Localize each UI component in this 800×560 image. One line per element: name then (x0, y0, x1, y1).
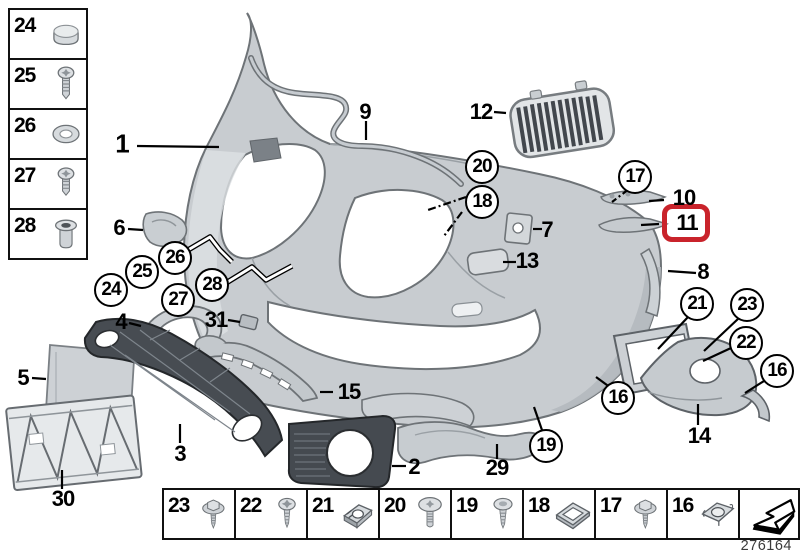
part-number-label: 27 (14, 164, 36, 187)
square-grommet-icon (553, 494, 593, 534)
part-number-label: 20 (384, 494, 406, 517)
callout-plain-11: 11 (676, 210, 698, 235)
callout-plain-15: 15 (337, 379, 362, 404)
callout-circled-16: 16 (601, 381, 635, 415)
hex-washer-screw-icon (197, 493, 233, 535)
sleeve-nut-icon (47, 215, 85, 253)
hex-washer-screw-icon (629, 493, 665, 535)
mount-bracket-15 (194, 335, 319, 402)
callout-circled-21: 21 (680, 287, 714, 321)
callout-plain-6: 6 (113, 215, 125, 240)
callout-plain-1: 1 (115, 128, 130, 159)
callout-plain-2: 2 (408, 454, 420, 479)
part-number-label: 17 (600, 494, 622, 517)
callout-circled-27: 27 (161, 283, 195, 317)
trim-strip-8 (639, 247, 661, 317)
legend-cell-23: 23 (162, 488, 236, 540)
callout-plain-7: 7 (541, 217, 553, 242)
direction-arrow-icon (744, 493, 796, 535)
phillips-screw-long-icon (47, 65, 85, 103)
part-number-label: 22 (240, 494, 262, 517)
bracket-7 (503, 212, 533, 245)
callout-plain-31: 31 (204, 307, 229, 332)
license-plate-carrier-30 (5, 394, 143, 491)
legend-cell-28: 28 (10, 210, 86, 258)
pan-head-screw-icon (485, 493, 521, 535)
callout-plain-29: 29 (485, 455, 510, 480)
legend-cell-20: 20 (380, 488, 452, 540)
part-number-label: 19 (456, 494, 478, 517)
fastener-position-leaders (186, 234, 294, 286)
part-number-label: 28 (14, 214, 36, 237)
kidney-grille (509, 80, 616, 159)
callout-plain-14: 14 (687, 423, 712, 448)
callout-circled-20: 20 (465, 150, 499, 184)
legend-cell-16: 16 (668, 488, 740, 540)
callout-plain-10: 10 (672, 185, 697, 210)
big-head-screw-icon (411, 493, 449, 535)
washer-icon (47, 115, 85, 153)
part-number-label: 23 (168, 494, 190, 517)
callout-circled-24: 24 (94, 273, 128, 307)
callout-plain-8: 8 (697, 259, 709, 284)
fastener-legend-bottom: 23 22 21 20 19 18 17 16 (162, 488, 800, 540)
legend-cell-19: 19 (452, 488, 524, 540)
callout-circled-28: 28 (195, 268, 229, 302)
callout-circled-23: 23 (730, 288, 764, 322)
callout-plain-13: 13 (515, 248, 540, 273)
part-number-label: 21 (312, 494, 334, 517)
legend-cell-27: 27 (10, 160, 86, 210)
phillips-pan-screw-icon (269, 493, 305, 535)
callout-plain-4: 4 (115, 309, 127, 334)
legend-cell-17: 17 (596, 488, 668, 540)
part-number-label: 18 (528, 494, 550, 517)
cage-nut-icon (697, 494, 737, 534)
guide-bracket-6 (142, 211, 188, 248)
cover-cap-13 (466, 248, 510, 276)
leader-lines (31, 110, 765, 489)
legend-cell-26: 26 (10, 110, 86, 160)
callout-circled-26: 26 (158, 241, 192, 275)
callout-plain-5: 5 (17, 365, 29, 390)
legend-cell-22: 22 (236, 488, 308, 540)
phillips-screw-short-icon (47, 165, 85, 203)
callout-plain-9: 9 (359, 99, 371, 124)
callout-circled-17: 17 (618, 160, 652, 194)
fog-grille-2 (287, 414, 397, 489)
callout-circled-18: 18 (465, 185, 499, 219)
drawing-number: 276164 (740, 538, 792, 554)
part-number-label: 16 (672, 494, 694, 517)
part-number-label: 25 (14, 64, 36, 87)
callout-circled-22: 22 (729, 326, 763, 360)
callout-circled-19: 19 (529, 429, 563, 463)
brake-air-duct-29 (397, 421, 544, 465)
callout-plain-3: 3 (174, 441, 186, 466)
fastener-legend-left: 24 25 26 27 28 (8, 8, 88, 260)
part-number-label: 24 (14, 14, 36, 37)
callout-circled-16: 16 (760, 354, 794, 388)
highlight-box (662, 204, 710, 242)
callout-plain-12: 12 (469, 99, 494, 124)
legend-cell-24: 24 (10, 10, 86, 60)
headlamp-washer-hose (248, 55, 464, 187)
callout-plain-30: 30 (51, 486, 76, 511)
center-grille-3 (83, 317, 284, 458)
callout-circled-25: 25 (125, 255, 159, 289)
clip-31 (238, 313, 259, 331)
part-number-label: 26 (14, 114, 36, 137)
legend-cell-21: 21 (308, 488, 380, 540)
cap-nut-icon (47, 15, 85, 53)
legend-cell-18: 18 (524, 488, 596, 540)
legend-cell-25: 25 (10, 60, 86, 110)
trim-strip-11 (598, 216, 669, 233)
direction-arrow-cell (740, 488, 800, 540)
clip-nut-icon (337, 494, 377, 534)
